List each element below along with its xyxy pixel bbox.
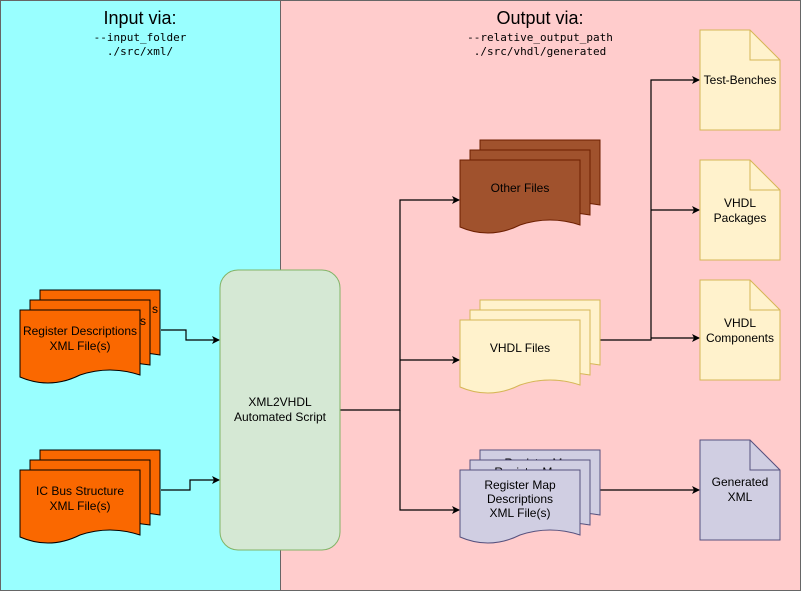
vhdl-files-label: VHDL Files (490, 341, 550, 355)
vhdl-components-node: VHDL Components (699, 279, 781, 381)
register-map-label-1: Register Map (484, 478, 556, 492)
register-descriptions-label-2: XML File(s) (50, 339, 111, 353)
script-label-1: XML2VHDL (248, 395, 312, 409)
vhdl-packages-node: VHDL Packages (699, 159, 781, 261)
vhdl-components-label-1: VHDL (724, 316, 756, 330)
register-descriptions-back-fragment: s (152, 302, 158, 316)
test-benches-label: Test-Benches (704, 73, 777, 87)
input-panel-title: Input via: (103, 8, 176, 28)
ic-bus-structure-label-1: IC Bus Structure (36, 484, 124, 498)
register-descriptions-back-fragment-2: s (140, 314, 146, 328)
register-map-label-3: XML File(s) (490, 506, 551, 520)
register-map-label-2: Descriptions (487, 492, 553, 506)
other-files-label: Other Files (491, 181, 550, 195)
ic-bus-structure-node: IC Bus Structure XML File(s) (19, 449, 161, 544)
vhdl-packages-label-1: VHDL (724, 196, 756, 210)
register-descriptions-node: s s Register Descriptions XML File(s) (19, 289, 161, 384)
ic-bus-structure-label-2: XML File(s) (50, 499, 111, 513)
script-label-2: Automated Script (234, 410, 327, 424)
xml2vhdl-script-node: XML2VHDL Automated Script (219, 269, 341, 551)
register-map-node: Register Map Register Map Register Map D… (459, 449, 601, 544)
input-panel-path: ./src/xml/ (107, 45, 173, 58)
edge-register-to-script (161, 329, 220, 344)
test-benches-node: Test-Benches (699, 29, 781, 131)
vhdl-packages-label-2: Packages (714, 211, 767, 225)
register-descriptions-label-1: Register Descriptions (23, 324, 137, 338)
edge-bus-to-script (161, 476, 220, 491)
edge-script-to-regmap (399, 410, 460, 514)
vhdl-components-label-2: Components (706, 331, 774, 345)
generated-xml-node: Generated XML (699, 439, 781, 541)
generated-xml-label-1: Generated (712, 475, 769, 489)
vhdl-files-node: VHDL Files (459, 299, 601, 394)
generated-xml-label-2: XML (728, 490, 753, 504)
output-panel-title: Output via: (496, 8, 583, 28)
other-files-node: Other Files (459, 139, 601, 234)
edge-script-to-other (340, 196, 460, 411)
input-panel-arg: --input_folder (94, 31, 187, 44)
output-panel-path: ./src/vhdl/generated (474, 45, 606, 58)
output-panel-arg: --relative_output_path (467, 31, 613, 44)
